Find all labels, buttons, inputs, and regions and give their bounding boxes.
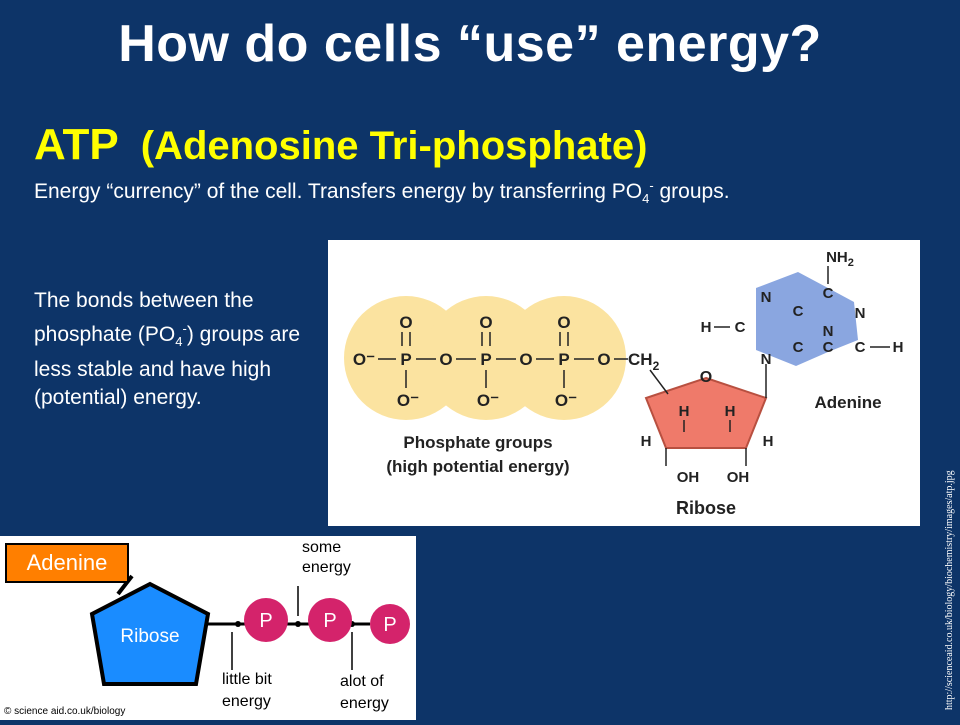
adenine-label: Adenine bbox=[814, 393, 881, 412]
atp-structure-svg: O O O O⁻ P O P O P O O⁻ O⁻ O⁻ bbox=[344, 249, 904, 518]
atp-abbrev: ATP bbox=[34, 120, 119, 169]
atom-o-top-1: O bbox=[399, 313, 412, 332]
p-label-1: P bbox=[259, 610, 272, 632]
atp-full-name: (Adenosine Tri-phosphate) bbox=[140, 124, 648, 168]
adenine-n-1: N bbox=[761, 289, 772, 306]
atom-o-top-2: O bbox=[479, 313, 492, 332]
atom-p-3: P bbox=[558, 350, 569, 369]
atom-o-minus-bottom-2: O⁻ bbox=[477, 391, 499, 410]
phosphate-label-2: (high potential energy) bbox=[386, 457, 569, 476]
atom-o-bridge-3: O bbox=[597, 350, 610, 369]
adenine-nh2: NH2 bbox=[826, 249, 854, 269]
alot-2: energy bbox=[340, 695, 389, 712]
atp-description: Energy “currency” of the cell. Transfers… bbox=[34, 178, 730, 206]
atp-heading: ATP (Adenosine Tri-phosphate) bbox=[34, 120, 647, 170]
atom-o-bridge-2: O bbox=[519, 350, 532, 369]
atom-o-minus-left: O⁻ bbox=[353, 350, 375, 369]
slide-title: How do cells “use” energy? bbox=[118, 15, 822, 73]
bonds-text-1: The bonds between the phosphate (PO bbox=[34, 289, 254, 346]
phosphate-bead-2 bbox=[308, 598, 352, 642]
ribose-ring-o: O bbox=[700, 369, 712, 386]
atom-o-top-3: O bbox=[557, 313, 570, 332]
adenine-h-2: H bbox=[893, 339, 904, 356]
atom-o-bridge-1: O bbox=[439, 350, 452, 369]
source-url: http://scienceaid.co.uk/biology/biochemi… bbox=[944, 470, 955, 710]
little-bit-2: energy bbox=[222, 693, 271, 710]
adenine-n-2: N bbox=[855, 305, 866, 322]
adenine-c-5: C bbox=[823, 339, 834, 356]
ribose-h-4: H bbox=[763, 433, 774, 450]
some-energy-1: some bbox=[302, 539, 341, 556]
atom-o-minus-bottom-1: O⁻ bbox=[397, 391, 419, 410]
adenine-c-1: C bbox=[823, 285, 834, 302]
phosphate-circle-3 bbox=[502, 296, 626, 420]
adenine-ring-1 bbox=[756, 272, 828, 366]
phosphate-bead-1 bbox=[244, 598, 288, 642]
description-text: Energy “currency” of the cell. Transfers… bbox=[34, 180, 643, 203]
description-sup: - bbox=[649, 178, 654, 193]
adenine-c-3: C bbox=[735, 319, 746, 336]
adenine-ring-2 bbox=[828, 288, 858, 352]
ribose-ring bbox=[646, 378, 766, 448]
ribose-label: Ribose bbox=[676, 498, 736, 518]
bonds-sub: 4 bbox=[175, 334, 183, 350]
copyright-text: © science aid.co.uk/biology bbox=[4, 706, 125, 717]
bonds-sup: - bbox=[182, 321, 187, 336]
some-energy-2: energy bbox=[302, 559, 351, 576]
simple-adenine-label: Adenine bbox=[5, 543, 129, 583]
adenine-c-2: C bbox=[793, 303, 804, 320]
ribose-h-2: H bbox=[725, 403, 736, 420]
atom-o-minus-bottom-3: O⁻ bbox=[555, 391, 577, 410]
bonds-text-2: ) groups are less stable and have high (… bbox=[34, 323, 301, 410]
atom-p-2: P bbox=[480, 350, 491, 369]
adenine-n-4: N bbox=[823, 323, 834, 340]
atom-p-1: P bbox=[400, 350, 411, 369]
phosphate-bead-3 bbox=[370, 604, 410, 644]
little-bit-1: little bit bbox=[222, 671, 272, 688]
phosphate-label-1: Phosphate groups bbox=[403, 433, 552, 452]
ch2-label: CH2 bbox=[628, 350, 660, 373]
adenine-c-6: C bbox=[855, 339, 866, 356]
atp-simple-diagram: Ribose P P P some energy little bit ener… bbox=[0, 536, 416, 720]
ribose-oh-1: OH bbox=[677, 469, 700, 486]
ribose-h-1: H bbox=[679, 403, 690, 420]
p-label-3: P bbox=[383, 614, 396, 636]
atp-structure-diagram: O O O O⁻ P O P O P O O⁻ O⁻ O⁻ bbox=[328, 240, 920, 526]
alot-1: alot of bbox=[340, 673, 384, 690]
ribose-oh-2: OH bbox=[727, 469, 750, 486]
adenine-c-4: C bbox=[793, 339, 804, 356]
adenine-n-3: N bbox=[761, 351, 772, 368]
bonds-paragraph: The bonds between the phosphate (PO4-) g… bbox=[34, 287, 314, 412]
description-sub: 4 bbox=[642, 191, 650, 207]
adenine-h-1: H bbox=[701, 319, 712, 336]
atp-simple-svg: Ribose P P P some energy little bit ener… bbox=[4, 539, 410, 717]
ribose-h-3: H bbox=[641, 433, 652, 450]
ribose-pentagon bbox=[92, 584, 208, 684]
p-label-2: P bbox=[323, 610, 336, 632]
description-tail: groups. bbox=[653, 180, 730, 203]
simple-ribose-label: Ribose bbox=[120, 626, 179, 647]
